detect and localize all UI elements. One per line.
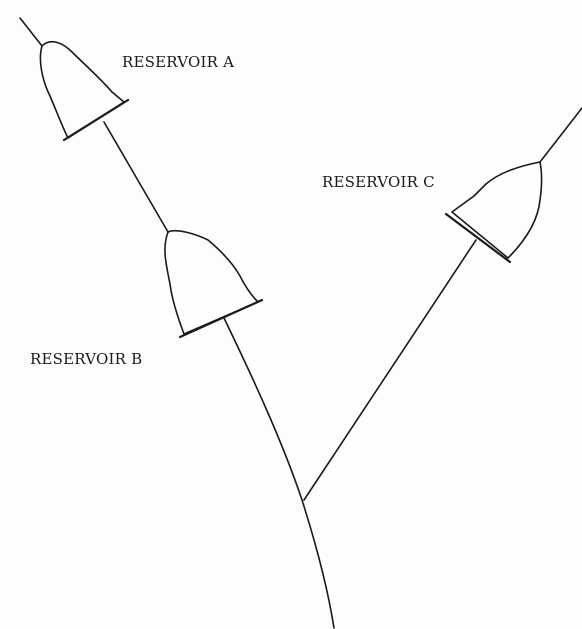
river-main-from-b [224, 318, 334, 628]
reservoir-b-dam [180, 300, 262, 337]
channel-a-to-b [104, 122, 168, 232]
reservoir-c-dam [446, 214, 510, 262]
reservoir-a-dam [64, 100, 128, 140]
river-upstream-a [20, 18, 42, 46]
reservoir-c-shape [452, 162, 542, 258]
reservoir-c-label: RESERVOIR C [322, 173, 435, 191]
reservoir-b-shape [165, 231, 258, 334]
tributary-c-to-junction [304, 240, 476, 500]
river-upstream-c [540, 108, 582, 162]
reservoir-a-shape [40, 42, 124, 138]
reservoir-b-label: RESERVOIR B [30, 350, 142, 368]
reservoir-a-label: RESERVOIR A [122, 53, 234, 71]
